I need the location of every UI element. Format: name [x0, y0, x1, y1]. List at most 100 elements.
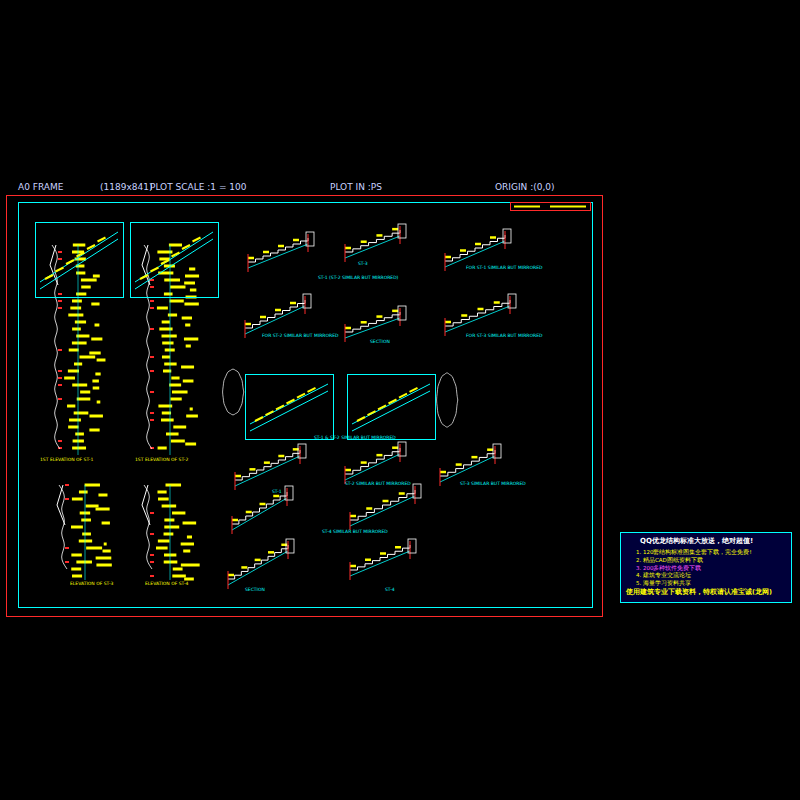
frame-line — [398, 442, 406, 456]
drawing-line — [249, 468, 255, 471]
drawing-line — [255, 417, 263, 421]
drawing-line — [150, 512, 154, 514]
drawing-line — [268, 551, 274, 554]
frame-line — [408, 539, 416, 553]
drawing-caption: FOR ST-1 SIMILAR BUT MIRRORED — [466, 266, 542, 271]
drawing-line — [150, 391, 154, 393]
drawing-line — [376, 454, 382, 457]
drawing-line — [162, 412, 171, 415]
drawing-line — [166, 433, 179, 436]
drawing-line — [164, 519, 174, 522]
drawing-line — [460, 249, 466, 252]
drawing-line — [185, 324, 190, 327]
drawing-line — [64, 377, 75, 380]
drawing-line — [157, 307, 168, 310]
drawing-line — [170, 398, 181, 401]
drawing-line — [293, 239, 299, 242]
drawing-line — [58, 251, 62, 253]
drawing-line — [185, 275, 199, 278]
drawing-line — [478, 308, 484, 311]
frame-header: PLOT SCALE :1 = 100 — [150, 183, 246, 192]
panel-line: 使用建筑专业下载资料，特权请认准宝诚(龙网) — [626, 588, 786, 596]
drawing-line — [80, 391, 90, 394]
drawing-line — [193, 238, 201, 242]
drawing-line — [172, 253, 180, 257]
drawing-line — [187, 536, 192, 539]
drawing-line — [400, 308, 401, 326]
drawing-line — [173, 426, 186, 429]
drawing-line — [66, 260, 74, 264]
drawing-line — [248, 238, 308, 262]
drawing-line — [150, 412, 154, 414]
drawing-line — [184, 282, 195, 285]
drawing-line — [173, 568, 183, 571]
panel-line: 4. 建筑专业交流论坛 — [626, 572, 786, 579]
drawing-line — [410, 388, 418, 392]
drawing-line — [456, 463, 462, 466]
drawing-line — [181, 366, 194, 369]
frame-header: A0 FRAME — [18, 183, 63, 192]
drawing-line — [76, 293, 86, 296]
drawing-line — [103, 550, 111, 553]
drawing-line — [67, 405, 75, 408]
drawing-line — [182, 317, 192, 320]
drawing-line — [72, 447, 86, 450]
drawing-line — [232, 519, 238, 522]
drawing-line — [157, 491, 166, 494]
drawing-line — [166, 484, 182, 487]
drawing-line — [494, 301, 500, 304]
drawing-line — [71, 526, 83, 529]
drawing-line — [93, 387, 100, 390]
drawing-line — [392, 446, 398, 449]
drawing-line — [389, 400, 397, 404]
drawing-line — [445, 253, 446, 271]
drawing-line — [98, 494, 107, 497]
drawing-line — [445, 318, 446, 336]
drawing-line — [308, 234, 309, 252]
drawing-line — [300, 446, 301, 464]
drawing-line — [186, 345, 191, 348]
drawing-line — [65, 561, 69, 563]
drawing-line — [345, 318, 400, 338]
drawing-line — [70, 307, 81, 310]
drawing-line — [461, 314, 467, 317]
drawing-line — [76, 272, 85, 275]
drawing-line — [169, 384, 181, 387]
drawing-line — [183, 380, 194, 383]
drawing-line — [475, 243, 481, 246]
drawing-line — [445, 241, 505, 267]
drawing-line — [150, 370, 154, 372]
drawing-line — [150, 533, 154, 535]
revision-cloud — [223, 369, 244, 415]
drawing-line — [96, 508, 110, 511]
drawing-line — [72, 384, 87, 387]
drawing-line — [58, 307, 62, 309]
drawing-line — [368, 411, 376, 415]
frame-header: ORIGIN :(0,0) — [495, 183, 555, 192]
drawing-line — [161, 335, 176, 338]
frame-line — [303, 294, 311, 308]
drawing-line — [68, 370, 79, 373]
frame-line — [508, 294, 516, 308]
drawing-line — [185, 443, 196, 446]
drawing-line — [186, 415, 198, 418]
drawing-line — [345, 448, 400, 474]
drawing-line — [305, 296, 306, 314]
drawing-line — [245, 323, 251, 326]
cloud-line — [144, 485, 152, 569]
drawing-line — [350, 515, 356, 518]
drawing-line — [410, 541, 411, 559]
drawing-caption: FOR ST-3 SIMILAR BUT MIRRORED — [466, 334, 542, 339]
drawing-line — [96, 557, 112, 560]
panel-title: QQ优龙结构标准大放送，绝对超值! — [626, 537, 786, 546]
drawing-line — [85, 484, 100, 487]
drawing-line — [58, 377, 62, 379]
panel-line: 1. 120套结构标准图集全套下载，完全免费! — [626, 549, 786, 556]
drawing-line — [150, 575, 154, 577]
drawing-line — [58, 384, 62, 386]
drawing-caption: FOR ST-2 SIMILAR BUT MIRRORED — [262, 334, 338, 339]
drawing-line — [72, 498, 83, 501]
drawing-line — [171, 377, 179, 380]
drawing-line — [58, 349, 62, 351]
frame-line — [298, 444, 306, 458]
